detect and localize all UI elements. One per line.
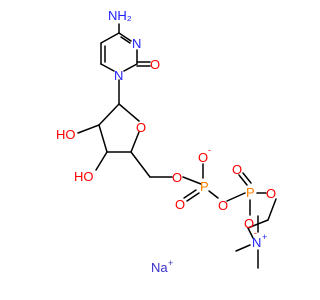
bond-p2-o-double-2	[242, 172, 252, 184]
bond-c3prime-ho	[95, 151, 108, 171]
bond-p1-o-double-2	[186, 192, 200, 202]
bond-c3prime-c2prime	[98, 124, 108, 153]
bond-c4-c5	[100, 32, 120, 44]
atom-n-ring-glycosidic: N	[114, 68, 123, 83]
bond-p1-o-bridge	[208, 190, 219, 199]
atom-o-p2-double: O	[232, 162, 242, 177]
atom-o-p1-double: O	[175, 197, 185, 212]
charge-p1-o-minus: -	[208, 145, 211, 155]
atom-o-carbonyl: O	[150, 57, 160, 72]
bond-n-methyl-left	[235, 244, 251, 252]
atom-n-ring-top: N	[132, 36, 141, 51]
bonds	[77, 23, 277, 269]
charge-sodium: +	[168, 258, 173, 268]
molecule-structure: NH₂ N O N O HO HO O P O - O O P O O - O …	[56, 8, 277, 275]
atom-o-ester-choline: O	[266, 186, 276, 201]
atom-sodium: Na	[151, 260, 168, 275]
atom-ho-upper: HO	[56, 127, 76, 142]
atom-o-ester-c5: O	[172, 170, 182, 185]
bond-c4-n3	[118, 32, 132, 42]
molecule-diagram: NH₂ N O N O HO HO O P O - O O P O O - O …	[56, 8, 277, 275]
atom-o-bridge: O	[218, 198, 228, 213]
bond-o4prime-c4prime	[130, 131, 140, 153]
bond-c4-n3-double	[120, 36, 131, 44]
bond-o-bridge-p2	[226, 192, 246, 202]
atom-n-quaternary: N	[252, 235, 261, 250]
bond-p2-o-double	[238, 174, 248, 186]
atom-labels: NH₂ N O N O HO HO O P O - O O P O O - O …	[56, 8, 276, 275]
bond-o-p1	[182, 176, 202, 185]
bond-c6-n1	[100, 63, 115, 72]
bond-c2prime-c1prime	[98, 103, 120, 126]
bond-ch2-n	[247, 227, 254, 239]
charge-n-quaternary: +	[262, 232, 267, 242]
bond-p1-o-double	[183, 189, 197, 199]
bond-o-ch2	[267, 198, 277, 221]
bond-c2prime-ho	[77, 124, 100, 134]
bond-c1prime-o4prime	[118, 103, 140, 122]
atom-o-p2-minus: O	[244, 216, 254, 231]
bond-n1-c2	[123, 63, 138, 72]
atom-p1: P	[200, 179, 209, 194]
atom-p2: P	[246, 185, 255, 200]
bond-c4prime-c5prime	[130, 151, 151, 178]
atom-nh2: NH₂	[108, 8, 132, 23]
atom-ho-lower: HO	[74, 169, 94, 184]
atom-o-furanose: O	[136, 120, 146, 135]
charge-p2-o-minus: -	[254, 228, 257, 238]
atom-o-p1-minus: O	[198, 150, 208, 165]
